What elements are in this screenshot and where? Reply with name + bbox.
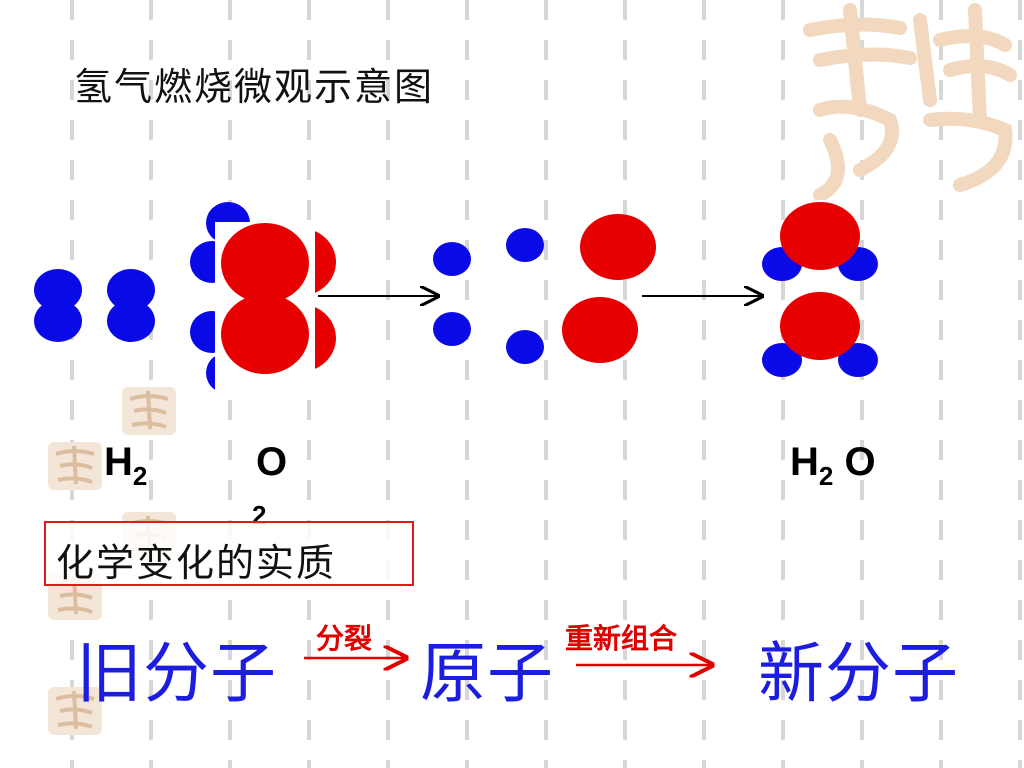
split-text: 分裂 — [316, 622, 373, 655]
essence-box — [44, 521, 414, 586]
hydrogen-atom — [433, 312, 471, 346]
oxygen-atom — [562, 297, 638, 363]
old-molecule-text: 旧分子 — [76, 635, 277, 712]
oxygen-atom — [580, 214, 656, 280]
h2o-subscript: 2 — [818, 461, 834, 491]
oxygen-atom — [221, 294, 309, 374]
recombine-text: 重新组合 — [565, 622, 678, 655]
o2-label: O — [256, 442, 287, 482]
hydrogen-atom — [506, 228, 544, 262]
hydrogen-atom — [838, 343, 878, 377]
h2o-o-symbol: O — [844, 440, 876, 484]
small-seal-watermark — [48, 442, 102, 490]
h2-symbol: H — [104, 440, 133, 484]
essence-heading: 化学变化的实质 — [56, 541, 337, 585]
hydrogen-atom — [762, 343, 802, 377]
atoms-text: 原子 — [420, 635, 554, 712]
page-title: 氢气燃烧微观示意图 — [74, 65, 435, 109]
h2-label: H2 — [104, 442, 147, 489]
new-molecule-text: 新分子 — [758, 635, 959, 712]
oxygen-atom — [780, 292, 860, 360]
small-seal-watermark — [122, 387, 176, 435]
h2o-h-symbol: H — [790, 440, 819, 484]
oxygen-atom — [221, 223, 309, 303]
hydrogen-atom — [107, 300, 155, 342]
h2-subscript: 2 — [132, 461, 148, 491]
hydrogen-atom — [506, 330, 544, 364]
hydrogen-atom — [433, 242, 471, 276]
calligraphy-watermark-logo — [803, 3, 1017, 200]
h2o-label: H2 O — [790, 442, 876, 489]
oxygen-atom — [780, 202, 860, 270]
small-seal-watermark — [48, 687, 102, 735]
hydrogen-atom — [107, 269, 155, 311]
hydrogen-atom — [34, 300, 82, 342]
hydrogen-atom — [34, 269, 82, 311]
o2-symbol: O — [256, 440, 288, 484]
